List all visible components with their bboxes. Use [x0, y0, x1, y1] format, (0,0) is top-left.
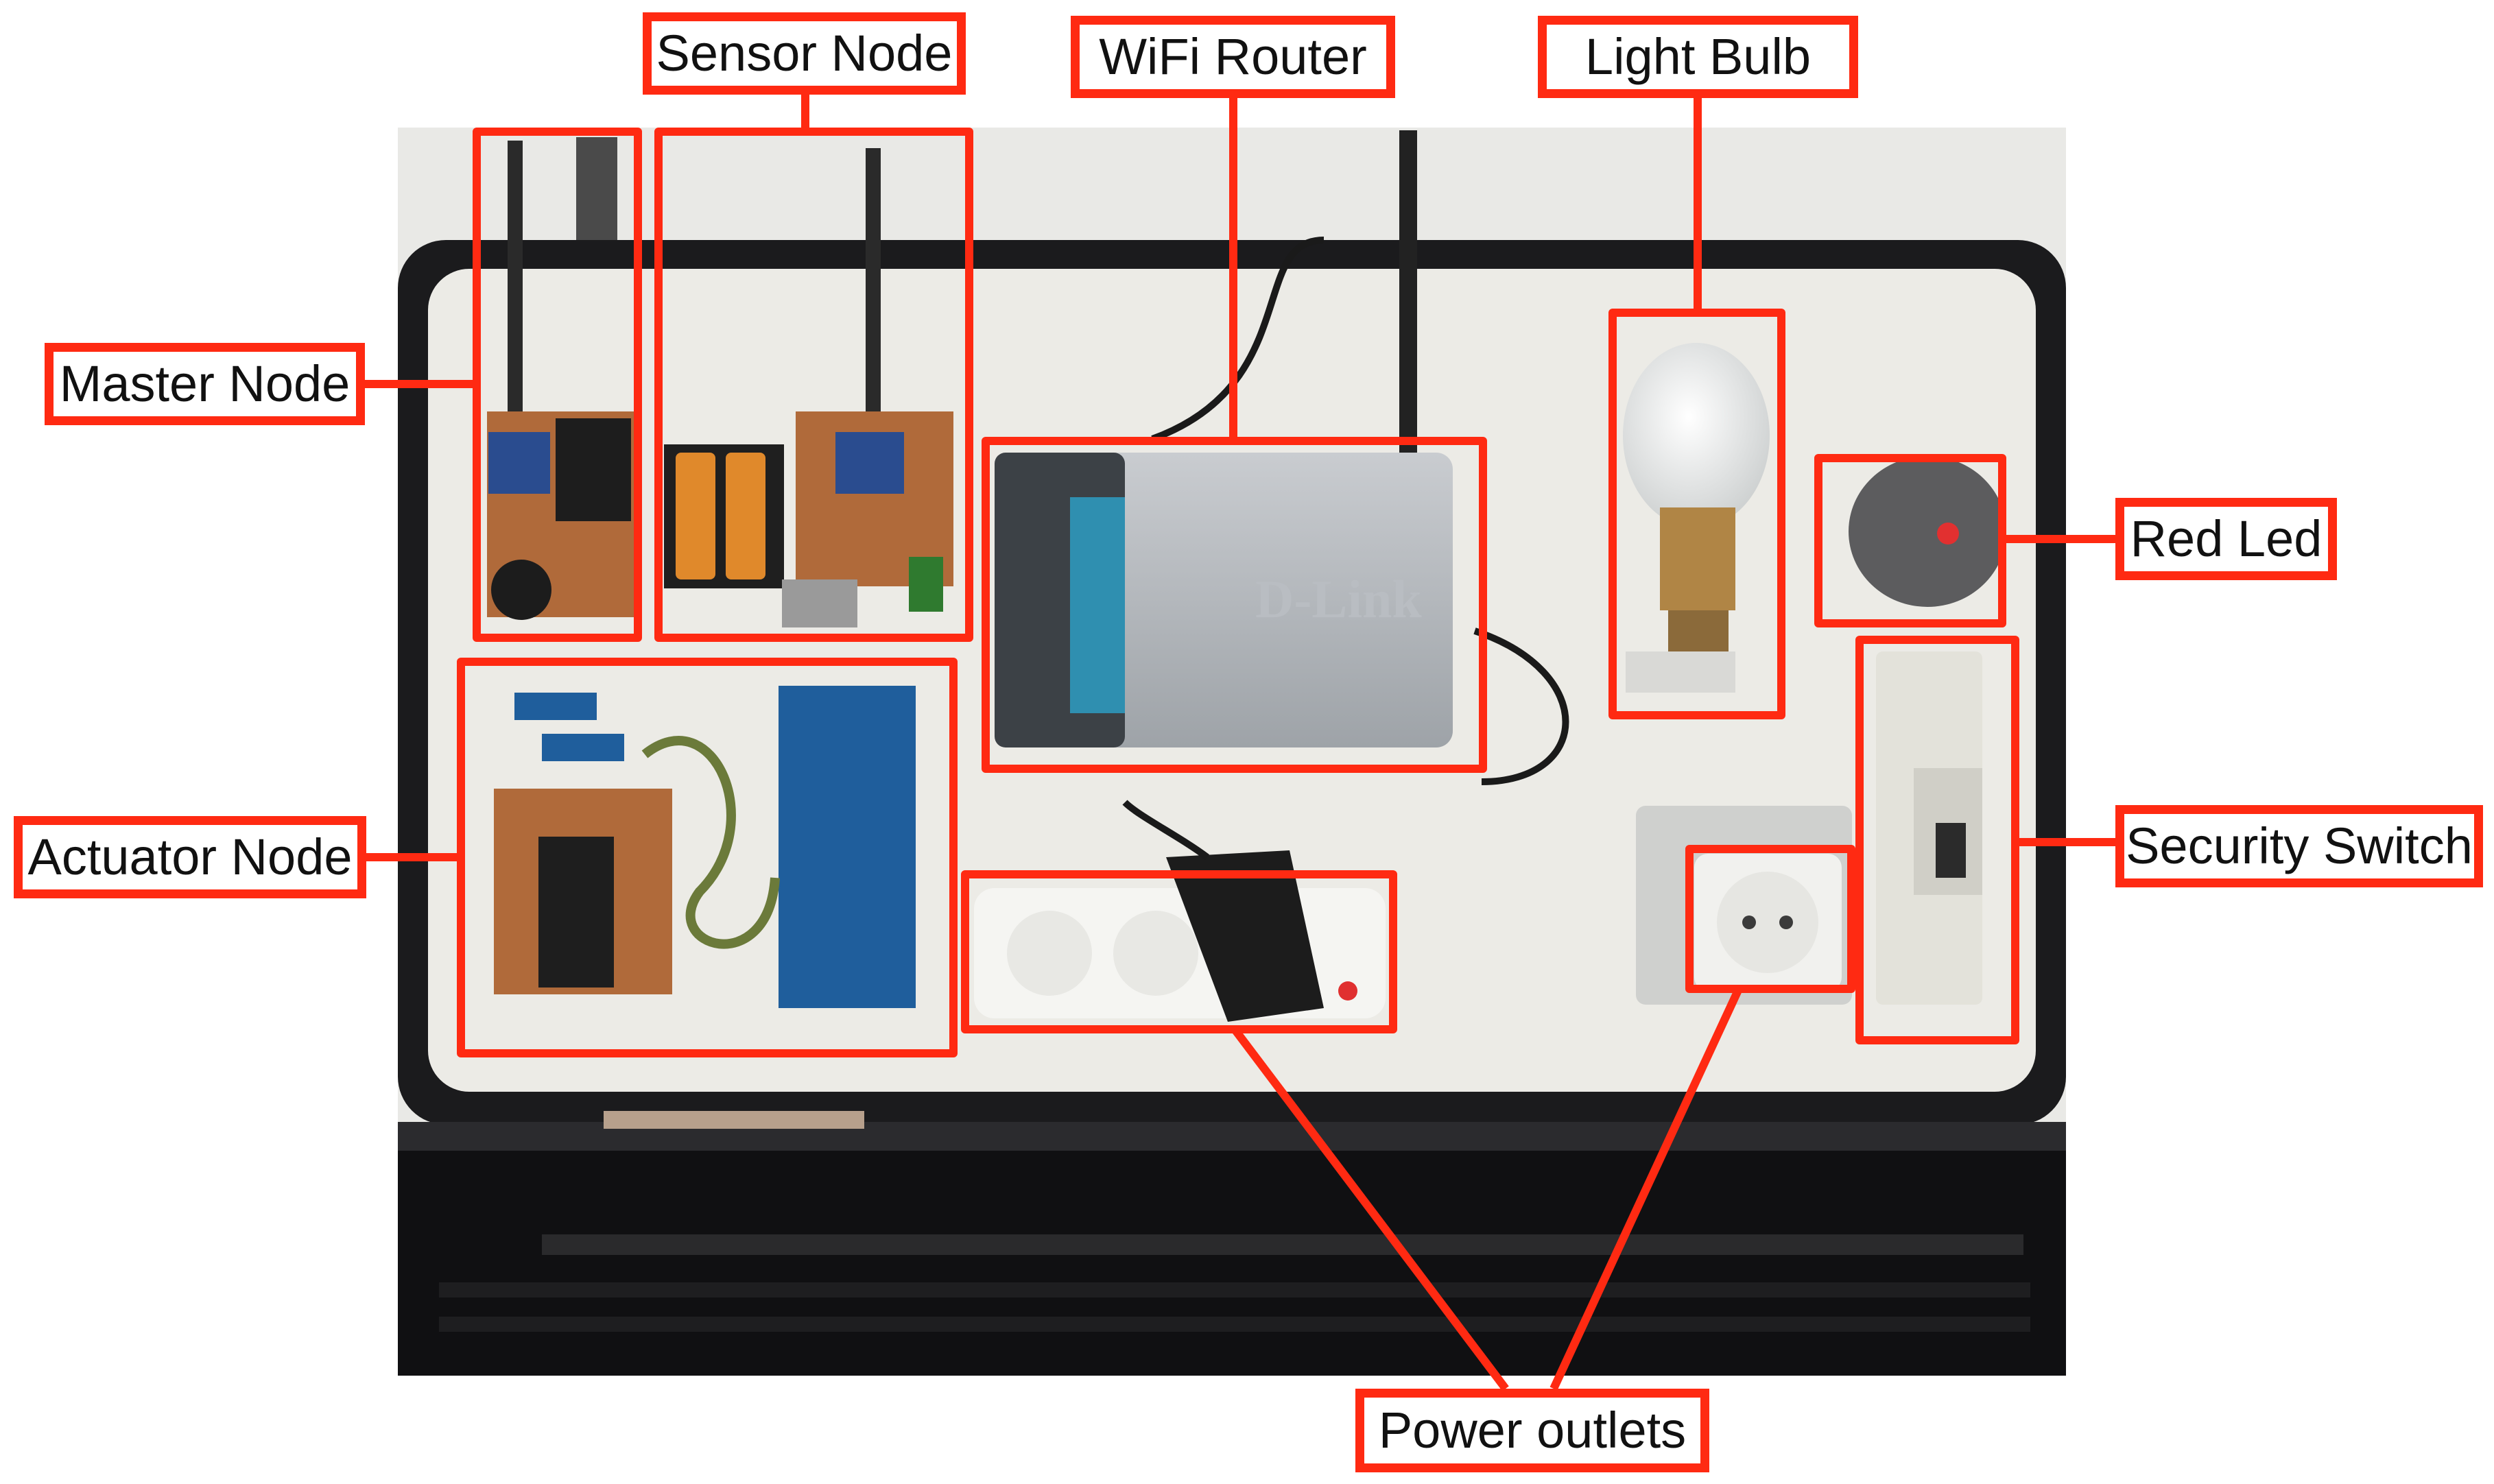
master-node-label: Master Node: [45, 343, 365, 425]
security-switch: [1876, 651, 1982, 1005]
security-switch-label: Security Switch: [2115, 805, 2483, 887]
wifi-router: D-Link: [995, 130, 1569, 785]
power-strip: [974, 800, 1386, 1022]
actuator-node-label: Actuator Node: [14, 816, 366, 898]
sensor-node-label: Sensor Node: [643, 12, 966, 95]
wifi-router-label: WiFi Router: [1071, 16, 1395, 98]
light-bulb: [1623, 343, 1770, 693]
callout-lines: [365, 95, 2115, 1391]
wall-outlet-box: [1685, 845, 1855, 993]
red-led: [1849, 456, 2006, 607]
red-led-label: Red Led: [2115, 498, 2337, 580]
light-bulb-label: Light Bulb: [1538, 16, 1858, 98]
power-strip-box: [961, 870, 1397, 1033]
router-logo: D-Link: [1255, 569, 1422, 629]
power-outlets-label: Power outlets: [1355, 1389, 1709, 1472]
sensor-node-board: [664, 148, 953, 627]
master-node-board: [487, 141, 638, 620]
actuator-node-board: [494, 686, 916, 1008]
sensor-node-box: [654, 128, 973, 642]
wall-outlet: [1636, 806, 1852, 1005]
